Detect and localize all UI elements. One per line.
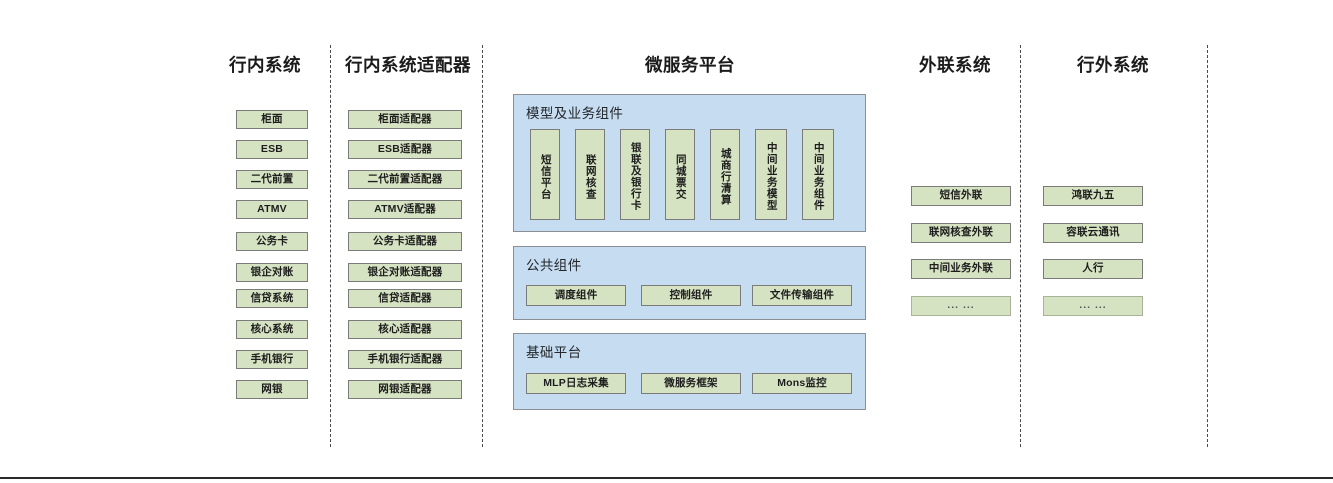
node-model-component[interactable]: 中间业务模型 [755,129,787,220]
node-internal-system[interactable]: 核心系统 [236,320,308,339]
node-external-link-system[interactable]: 联网核查外联 [911,223,1011,243]
node-model-component[interactable]: 城商行清算 [710,129,740,220]
panel-title-base-platform: 基础平台 [526,345,582,360]
node-internal-adapter[interactable]: 银企对账适配器 [348,263,462,282]
column-title-internal-adapters: 行内系统适配器 [345,55,471,75]
node-model-component[interactable]: 短信平台 [530,129,560,220]
divider-3 [1020,45,1021,447]
node-base-platform-component[interactable]: 微服务框架 [641,373,741,394]
column-title-microservice-platform: 微服务平台 [645,55,735,75]
node-internal-adapter[interactable]: 柜面适配器 [348,110,462,129]
column-title-internal-systems: 行内系统 [229,55,301,75]
node-model-component[interactable]: 同城票交 [665,129,695,220]
node-internal-adapter[interactable]: 二代前置适配器 [348,170,462,189]
node-public-component[interactable]: 调度组件 [526,285,626,306]
node-external-link-system[interactable]: 短信外联 [911,186,1011,206]
panel-title-model-business-components: 模型及业务组件 [526,106,624,121]
page-bottom-rule [0,477,1333,479]
node-model-component[interactable]: 中间业务组件 [802,129,834,220]
panel-public-components: 公共组件 [513,246,866,320]
divider-2 [482,45,483,447]
node-internal-system[interactable]: ESB [236,140,308,159]
node-internal-system[interactable]: 手机银行 [236,350,308,369]
divider-1 [330,45,331,447]
node-external-link-system-more[interactable]: ... ... [911,296,1011,316]
node-outside-bank-system-more[interactable]: ... ... [1043,296,1143,316]
node-internal-adapter[interactable]: 手机银行适配器 [348,350,462,369]
column-title-external-link-systems: 外联系统 [919,55,991,75]
node-internal-system[interactable]: 二代前置 [236,170,308,189]
node-outside-bank-system[interactable]: 鸿联九五 [1043,186,1143,206]
node-internal-adapter[interactable]: ESB适配器 [348,140,462,159]
node-internal-system[interactable]: 银企对账 [236,263,308,282]
node-internal-system[interactable]: 柜面 [236,110,308,129]
panel-base-platform: 基础平台 [513,333,866,410]
node-internal-system[interactable]: ATMV [236,200,308,219]
node-external-link-system[interactable]: 中间业务外联 [911,259,1011,279]
node-internal-adapter[interactable]: 信贷适配器 [348,289,462,308]
node-base-platform-component[interactable]: MLP日志采集 [526,373,626,394]
node-outside-bank-system[interactable]: 容联云通讯 [1043,223,1143,243]
node-internal-adapter[interactable]: 公务卡适配器 [348,232,462,251]
node-public-component[interactable]: 控制组件 [641,285,741,306]
node-internal-adapter[interactable]: ATMV适配器 [348,200,462,219]
node-model-component[interactable]: 联网核查 [575,129,605,220]
node-model-component[interactable]: 银联及银行卡 [620,129,650,220]
node-outside-bank-system[interactable]: 人行 [1043,259,1143,279]
column-title-outside-bank-systems: 行外系统 [1077,55,1149,75]
node-internal-adapter[interactable]: 网银适配器 [348,380,462,399]
node-base-platform-component[interactable]: Mons监控 [752,373,852,394]
node-internal-system[interactable]: 公务卡 [236,232,308,251]
node-public-component[interactable]: 文件传输组件 [752,285,852,306]
node-internal-system[interactable]: 信贷系统 [236,289,308,308]
node-internal-system[interactable]: 网银 [236,380,308,399]
divider-4 [1207,45,1208,447]
panel-title-public-components: 公共组件 [526,258,582,273]
node-internal-adapter[interactable]: 核心适配器 [348,320,462,339]
